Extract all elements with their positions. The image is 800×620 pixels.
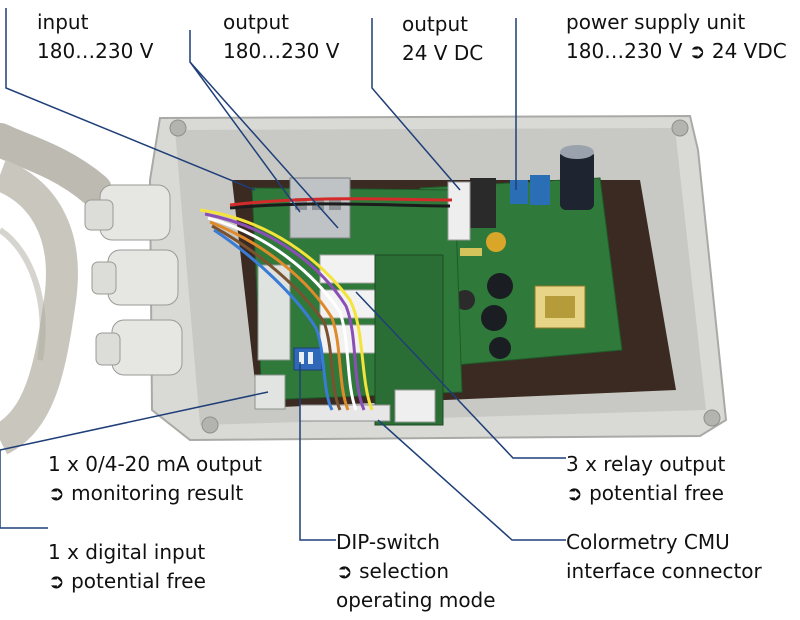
label-relay-detail: ➲ potential free: [566, 481, 724, 505]
label-psu-value: 180…230 V ➲ 24 VDC: [566, 39, 787, 63]
label-output-ac-value: 180…230 V: [223, 39, 340, 63]
label-analog-output: 1 x 0/4-20 mA output ➲ monitoring result: [48, 450, 262, 508]
label-output-dc-value: 24 V DC: [402, 41, 484, 65]
label-input: input 180…230 V: [37, 8, 153, 66]
label-relay-output: 3 x relay output ➲ potential free: [566, 450, 725, 508]
label-digital-input-title: 1 x digital input: [48, 540, 206, 564]
label-analog-output-detail: ➲ monitoring result: [48, 481, 244, 505]
label-relay-title: 3 x relay output: [566, 452, 726, 476]
label-power-supply-unit: power supply unit 180…230 V ➲ 24 VDC: [566, 8, 787, 66]
wire-bundle: [199, 197, 453, 411]
label-psu-title: power supply unit: [566, 10, 746, 34]
cable-glands: [84, 184, 183, 376]
label-output-dc: output 24 V DC: [402, 10, 483, 68]
label-digital-input-detail: ➲ potential free: [48, 569, 206, 593]
label-dip-switch: DIP-switch ➲ selection operating mode: [336, 528, 496, 615]
label-cmu-connector: Colormetry CMU interface connector: [566, 528, 762, 586]
power-cable: [0, 123, 112, 455]
label-dip-switch-detail-1: ➲ selection: [336, 559, 450, 583]
label-dip-switch-detail-2: operating mode: [336, 588, 496, 612]
leader-lines: [0, 8, 566, 541]
label-output-ac: output 180…230 V: [223, 8, 339, 66]
label-output-dc-title: output: [402, 12, 468, 36]
main-board: [251, 177, 471, 426]
label-input-title: input: [37, 10, 89, 34]
label-analog-output-title: 1 x 0/4-20 mA output: [48, 452, 262, 476]
label-output-ac-title: output: [223, 10, 289, 34]
label-cmu-detail: interface connector: [566, 559, 762, 583]
label-digital-input: 1 x digital input ➲ potential free: [48, 538, 206, 596]
label-dip-switch-title: DIP-switch: [336, 530, 440, 554]
label-input-value: 180…230 V: [37, 39, 154, 63]
label-cmu-title: Colormetry CMU: [566, 530, 730, 554]
